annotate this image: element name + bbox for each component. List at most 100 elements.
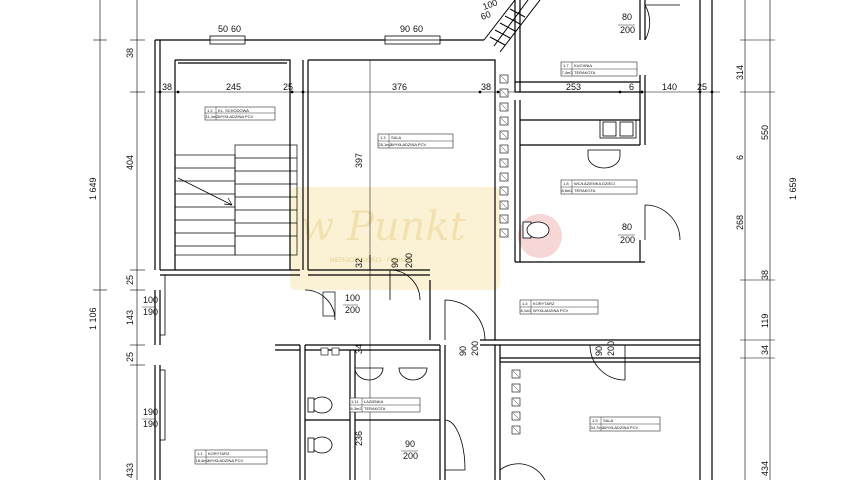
- wc-code: 1.8: [563, 181, 569, 186]
- korytarz1-floor: WYKŁADZINA PCV: [533, 308, 568, 313]
- left-door2-h: 190: [143, 419, 158, 429]
- korytarz1-name: KORYTARZ: [533, 301, 555, 306]
- left-door2-w: 190: [143, 407, 158, 417]
- room-tag-lazienka: 1.11 ŁAZIENKA 6,3m2 TERAKOTA: [349, 397, 421, 413]
- win-top-mid-w: 90: [400, 24, 410, 34]
- right-dimensions: 314 550 6 1 659 268 38 119 34 434: [735, 65, 798, 476]
- dim-top-245: 245: [226, 82, 241, 92]
- staircase: [174, 144, 298, 256]
- radiator-marks: [500, 75, 520, 434]
- win-angle-h: 60: [479, 9, 492, 22]
- sala2-name: SALA: [603, 418, 614, 423]
- dim-right-434: 434: [760, 461, 770, 476]
- dim-left-25a: 25: [125, 275, 135, 285]
- klatka-name: KL. SCHODOWA: [218, 108, 249, 113]
- top-windows: [209, 35, 441, 45]
- kuchnia-floor: TERAKOTA: [574, 70, 596, 75]
- door-bath-swing: [444, 419, 466, 471]
- door-left-1-frame: [160, 274, 166, 336]
- win-top-mid-h: 60: [413, 24, 423, 34]
- watermark-text: w Punkt: [300, 204, 467, 250]
- dim-left-143: 143: [125, 310, 135, 325]
- bath-toilet-2: [311, 436, 333, 454]
- dim-right-6: 6: [735, 155, 745, 160]
- dim-397: 397: [354, 153, 364, 168]
- mid-door-w: 90: [458, 346, 468, 356]
- sanitary-fixtures: [307, 149, 621, 454]
- sala2-code: 1.9: [592, 418, 598, 423]
- door-left-2-frame: [160, 369, 166, 441]
- dim-top-140: 140: [662, 82, 677, 92]
- korytarz2-name: KORYTARZ: [208, 451, 230, 456]
- dim-right-1659: 1 659: [788, 177, 798, 200]
- korytarz2-code: 1.1: [197, 451, 203, 456]
- room-tag-kuchnia: 1.7 KUCHNIA 7,4m2 TERAKOTA: [560, 61, 638, 77]
- bath-door-h: 200: [403, 451, 418, 461]
- win-top-left-h: 60: [231, 24, 241, 34]
- room-tag-sala1: 1.3 SALA 25,1m2 WYKŁADZINA PCV: [377, 133, 454, 149]
- dim-top-38b: 38: [481, 82, 491, 92]
- dim-right-119: 119: [760, 314, 770, 328]
- dim-top-38a: 38: [162, 82, 172, 92]
- kuchnia-name: KUCHNIA: [574, 63, 592, 68]
- wc-basin: [587, 149, 621, 169]
- door-sala-swing: [389, 269, 421, 301]
- dim-236: 236: [354, 431, 364, 446]
- interior-dimensions: 397 32 34 236: [354, 153, 364, 446]
- wc-area: 8,6m2: [562, 188, 574, 193]
- lazienka-code: 1.11: [351, 399, 359, 404]
- top-dimensions: 38 245 25 376 38 253 6 140 25: [162, 82, 707, 92]
- dim-left-1106: 1 106: [88, 307, 98, 330]
- kuchnia-area: 7,4m2: [562, 70, 574, 75]
- sala2-floor: WYKŁADZINA PCV: [603, 425, 638, 430]
- door-corridor-swing: [444, 299, 486, 341]
- dim-left-433: 433: [125, 463, 135, 478]
- angled-bay: [483, 0, 541, 53]
- korytarz2-area: 18,4m2: [196, 458, 210, 463]
- sala-door-h: 200: [404, 253, 414, 268]
- door-kitchen-swing: [644, 4, 680, 41]
- bath-basin-right: [398, 367, 428, 381]
- room-tag-korytarz2: 1.1 KORYTARZ 18,4m2 WYKŁADZINA PCV: [194, 449, 268, 465]
- walls: [154, 0, 713, 480]
- right-door-w: 90: [594, 346, 604, 356]
- wc-toilet-bowl: [526, 221, 550, 239]
- dim-left-38: 38: [125, 48, 135, 58]
- bath-door-w: 90: [405, 439, 415, 449]
- wc-door-w: 80: [622, 222, 632, 232]
- lazienka-name: ŁAZIENKA: [364, 399, 384, 404]
- win-top-left-w: 50: [218, 24, 228, 34]
- dim-left-1649: 1 649: [88, 177, 98, 200]
- dimension-ticks: [158, 90, 714, 94]
- room-tag-sala2: 1.9 SALA 34,7m2 WYKŁADZINA PCV: [589, 416, 661, 432]
- kitchen-door-h: 200: [620, 25, 635, 35]
- kuchnia-code: 1.7: [563, 63, 569, 68]
- mid-door-h: 200: [470, 341, 480, 356]
- room-tag-wc: 1.8 WC/ŁAZIENKA DZIECI 8,6m2 TERAKOTA: [560, 179, 638, 195]
- win-angle-w: 100: [481, 0, 499, 12]
- sala1-name: SALA: [391, 135, 402, 140]
- sala1-code: 1.3: [380, 135, 386, 140]
- klatka-code: 1.2: [207, 108, 213, 113]
- dim-right-38: 38: [760, 270, 770, 280]
- room-tag-korytarz1: 1.4 KORYTARZ 6,1m2 WYKŁADZINA PCV: [519, 299, 599, 315]
- bath-basin-left: [354, 367, 384, 381]
- door-labels: 80 200 80 200 90 200 100 190 190 190 100…: [142, 12, 635, 461]
- lazienka-area: 6,3m2: [351, 406, 363, 411]
- dim-32: 32: [354, 258, 364, 268]
- wc-floor: TERAKOTA: [574, 188, 596, 193]
- korytarz1-code: 1.4: [522, 301, 528, 306]
- dim-34: 34: [354, 344, 364, 354]
- watermark-subtitle: NIERUCHOMOŚCI · FINANSE: [330, 256, 413, 264]
- wc-door-h: 200: [620, 235, 635, 245]
- sala2-area: 34,7m2: [591, 425, 605, 430]
- door-sala2-swing: [589, 344, 626, 381]
- room-tags: 1.2 KL. SCHODOWA 11,4m2 WYKŁADZINA PCV 1…: [194, 61, 661, 465]
- door-wc-swing: [644, 204, 681, 241]
- right-door-h: 200: [606, 341, 616, 356]
- sala1-area: 25,1m2: [379, 142, 393, 147]
- kitchen-door-w: 80: [622, 12, 632, 22]
- sala1-floor: WYKŁADZINA PCV: [391, 142, 426, 147]
